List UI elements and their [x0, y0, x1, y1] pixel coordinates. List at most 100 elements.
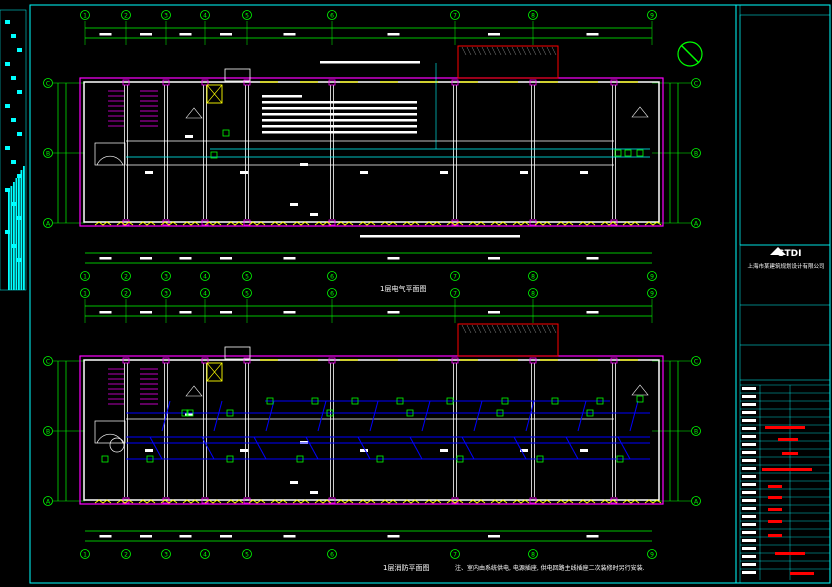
title-row-label: [742, 435, 756, 438]
electrical-device: [624, 149, 632, 157]
grid-bubble: [80, 10, 90, 20]
grid-bubble-label: 1: [83, 274, 87, 281]
grid-bubble-label: 9: [650, 291, 654, 298]
row-bubble-label: C: [46, 81, 50, 88]
dimension-text: [99, 535, 112, 538]
grid-bubble-label: 6: [330, 274, 334, 281]
annex-hatch: [491, 324, 497, 334]
fire-wiring-drop: [213, 400, 223, 432]
window-mark: [336, 499, 354, 504]
row-bubble: [43, 78, 53, 88]
dimension-text: [586, 535, 599, 538]
electrical-device: [636, 149, 644, 157]
grid-bubble: [528, 271, 538, 281]
window-mark: [358, 221, 376, 226]
window-mark: [182, 221, 200, 226]
margin-bar: [20, 170, 23, 290]
window-mark: [468, 499, 486, 504]
fire-detector: [326, 409, 334, 417]
grid-bubble-label: 9: [650, 552, 654, 559]
upper-plan-title-text: 层电气平面图: [384, 285, 427, 293]
grid-bubble: [242, 288, 252, 298]
dimension-text: [586, 311, 599, 314]
title-row-label: [742, 555, 756, 558]
upper-plan-title: 1层电气平面图: [380, 284, 426, 294]
dimension-text: [140, 311, 152, 314]
column: [162, 497, 170, 504]
fire-detector: [456, 455, 464, 463]
column: [451, 79, 459, 86]
annex-hatch: [511, 46, 517, 56]
fire-detector: [101, 455, 109, 463]
annex-hatch: [466, 324, 472, 334]
margin-mark: [5, 104, 10, 108]
dimension-text: [387, 257, 400, 260]
grid-bubble-label: 1: [83, 552, 87, 559]
dimension-text: [488, 535, 500, 538]
dimension-text: [179, 535, 192, 538]
title-row-label: [742, 387, 756, 390]
dimension-text: [283, 311, 296, 314]
grid-bubble: [647, 271, 657, 281]
fire-detector: [186, 409, 194, 417]
grid-bubble: [242, 271, 252, 281]
room-label: [240, 449, 248, 452]
upper-plan-title-prefix: 1: [380, 285, 385, 293]
fire-detector: [636, 395, 644, 403]
annex-hatch: [546, 324, 552, 334]
window-mark: [226, 221, 244, 226]
row-bubble-label: B: [694, 151, 698, 158]
window-mark: [94, 221, 112, 226]
column: [328, 357, 336, 364]
row-bubble: [43, 426, 53, 436]
annex-hatch: [481, 46, 487, 56]
column: [451, 357, 459, 364]
grid-bubble-label: 3: [164, 274, 168, 281]
annex-hatch: [506, 46, 512, 56]
annex-outline: [457, 45, 559, 79]
grid-bubble: [450, 288, 460, 298]
annex-hatch: [516, 324, 522, 334]
room-label: [360, 171, 368, 174]
row-bubble-label: B: [46, 429, 50, 436]
window-mark: [600, 499, 618, 504]
title-row-label: [742, 507, 756, 510]
grid-bubble-label: 8: [531, 13, 535, 20]
room-label: [300, 163, 308, 166]
door-swing: [96, 155, 124, 166]
fire-detector: [586, 409, 594, 417]
dimension-text: [586, 33, 599, 36]
window-mark: [160, 221, 178, 226]
window-mark: [204, 221, 222, 226]
window-mark: [380, 499, 398, 504]
grid-bubble-label: 5: [245, 274, 249, 281]
window-mark: [622, 499, 640, 504]
right-stair: [631, 384, 649, 396]
title-red-field: [765, 426, 805, 429]
title-row-label: [742, 491, 756, 494]
margin-bar: [15, 178, 18, 290]
row-bubble-label: A: [694, 221, 699, 228]
grid-bubble-label: 1: [83, 291, 87, 298]
grid-bubble-label: 5: [245, 291, 249, 298]
room-label: [290, 203, 298, 206]
fire-wiring-drop: [629, 400, 639, 432]
grid-bubble: [647, 549, 657, 559]
annex-hatch: [521, 324, 527, 334]
annex-hatch: [476, 46, 482, 56]
fire-wiring-drop: [461, 436, 475, 460]
margin-mark: [5, 188, 10, 192]
fire-detector: [311, 397, 319, 405]
column: [328, 79, 336, 86]
row-bubble: [691, 148, 701, 158]
dimension-text: [140, 257, 152, 260]
grid-bubble-label: 2: [124, 291, 128, 298]
grid-bubble-label: 7: [453, 13, 457, 20]
fire-detector: [501, 397, 509, 405]
window-mark: [248, 221, 266, 226]
window-mark: [622, 221, 640, 226]
fire-detector: [266, 397, 274, 405]
grid-bubble: [80, 549, 90, 559]
column: [529, 219, 537, 226]
grid-bubble-label: 7: [453, 552, 457, 559]
